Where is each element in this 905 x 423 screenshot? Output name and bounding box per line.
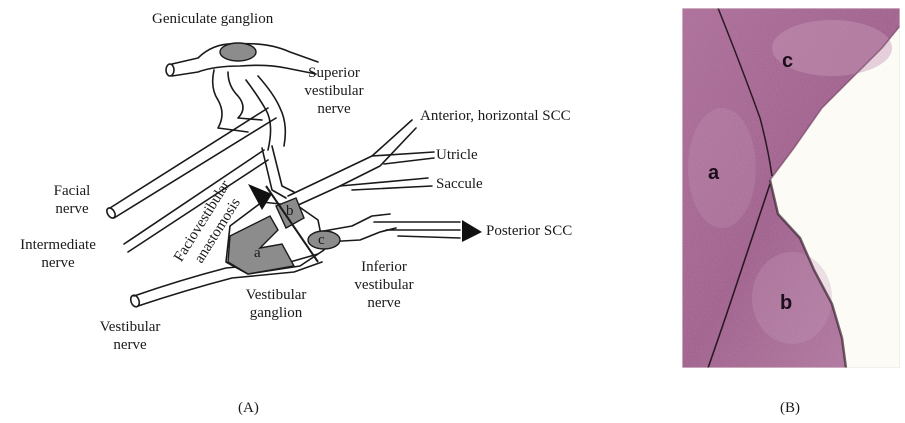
geniculate-ganglion bbox=[220, 43, 256, 61]
label-intermediate-nerve: Intermediate nerve bbox=[6, 236, 110, 272]
photo-label-a: a bbox=[708, 162, 719, 185]
arrowhead-right bbox=[462, 220, 482, 242]
caption-panel-a: (A) bbox=[238, 399, 259, 417]
inferior-vestibular-branch bbox=[318, 214, 390, 232]
label-vestibular-nerve: Vestibular nerve bbox=[86, 318, 174, 354]
label-region-a: a bbox=[254, 244, 261, 262]
label-region-c: c bbox=[318, 231, 325, 249]
caption-panel-b: (B) bbox=[780, 399, 800, 417]
photo-label-b: b bbox=[780, 292, 792, 315]
label-utricle: Utricle bbox=[436, 146, 478, 164]
label-anterior-horizontal-scc: Anterior, horizontal SCC bbox=[420, 107, 571, 125]
geniculate-trunk-end bbox=[166, 64, 174, 76]
label-geniculate-ganglion: Geniculate ganglion bbox=[152, 10, 273, 28]
photo-label-c: c bbox=[782, 50, 793, 73]
label-posterior-scc: Posterior SCC bbox=[486, 222, 572, 240]
label-vestibular-ganglion: Vestibular ganglion bbox=[232, 286, 320, 322]
label-superior-vestibular-nerve: Superior vestibular nerve bbox=[284, 64, 384, 118]
label-facial-nerve: Facial nerve bbox=[42, 182, 102, 218]
label-region-b: b bbox=[286, 202, 294, 220]
label-saccule: Saccule bbox=[436, 175, 483, 193]
label-inferior-vestibular-nerve: Inferior vestibular nerve bbox=[342, 258, 426, 312]
